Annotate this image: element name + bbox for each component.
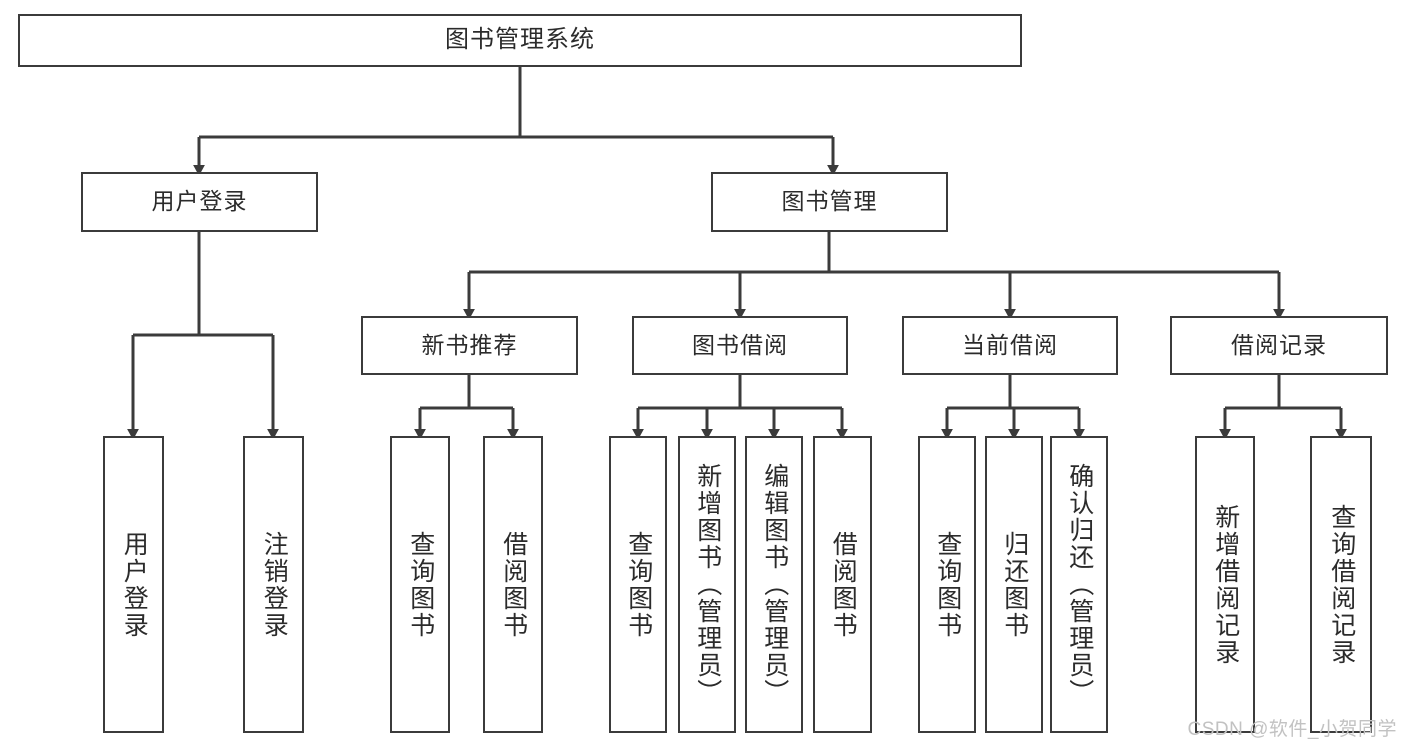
node-leaf-label: 借阅图书 — [829, 530, 858, 639]
node-leaf-confirm-return-admin[interactable]: 确认归还（管理员） — [1050, 436, 1108, 733]
node-root[interactable]: 图书管理系统 — [18, 14, 1022, 67]
node-leaf-label: 借阅图书 — [499, 530, 528, 639]
node-leaf-logout[interactable]: 注销登录 — [243, 436, 304, 733]
node-book-management-label: 图书管理 — [781, 188, 878, 215]
node-current-borrow[interactable]: 当前借阅 — [902, 316, 1118, 375]
node-leaf-add-book-admin[interactable]: 新增图书（管理员） — [678, 436, 736, 733]
node-user-login-label: 用户登录 — [151, 188, 248, 215]
node-new-book-recommend-label: 新书推荐 — [421, 331, 518, 358]
node-borrow-record-label: 借阅记录 — [1231, 331, 1327, 358]
node-leaf-label: 用户登录 — [120, 530, 149, 639]
node-new-book-recommend[interactable]: 新书推荐 — [361, 316, 578, 375]
node-current-borrow-label: 当前借阅 — [962, 331, 1058, 358]
node-borrow-record[interactable]: 借阅记录 — [1170, 316, 1388, 375]
node-leaf-query-borrow-record[interactable]: 查询借阅记录 — [1310, 436, 1372, 733]
node-leaf-user-login[interactable]: 用户登录 — [103, 436, 164, 733]
node-book-management[interactable]: 图书管理 — [711, 172, 948, 232]
node-leaf-label: 查询图书 — [933, 530, 962, 639]
node-leaf-label: 编辑图书（管理员） — [760, 463, 789, 706]
node-leaf-label: 查询图书 — [406, 530, 435, 639]
node-leaf-label: 查询图书 — [624, 530, 653, 639]
node-leaf-query-book-1[interactable]: 查询图书 — [390, 436, 450, 733]
node-book-borrow-label: 图书借阅 — [692, 331, 788, 358]
node-leaf-borrow-book-2[interactable]: 借阅图书 — [813, 436, 872, 733]
node-leaf-label: 新增图书（管理员） — [693, 463, 722, 706]
node-leaf-query-book-3[interactable]: 查询图书 — [918, 436, 976, 733]
node-leaf-label: 确认归还（管理员） — [1065, 463, 1094, 706]
node-leaf-label: 查询借阅记录 — [1327, 503, 1356, 666]
node-root-label: 图书管理系统 — [445, 26, 595, 54]
watermark: CSDN @软件_小贺同学 — [1187, 719, 1397, 740]
node-user-login[interactable]: 用户登录 — [81, 172, 318, 232]
node-leaf-label: 新增借阅记录 — [1211, 503, 1240, 666]
node-book-borrow[interactable]: 图书借阅 — [632, 316, 848, 375]
node-leaf-edit-book-admin[interactable]: 编辑图书（管理员） — [745, 436, 803, 733]
node-leaf-add-borrow-record[interactable]: 新增借阅记录 — [1195, 436, 1255, 733]
node-leaf-borrow-book-1[interactable]: 借阅图书 — [483, 436, 543, 733]
node-leaf-query-book-2[interactable]: 查询图书 — [609, 436, 667, 733]
node-leaf-label: 归还图书 — [1000, 530, 1029, 639]
node-leaf-return-book[interactable]: 归还图书 — [985, 436, 1043, 733]
node-leaf-label: 注销登录 — [260, 530, 289, 639]
